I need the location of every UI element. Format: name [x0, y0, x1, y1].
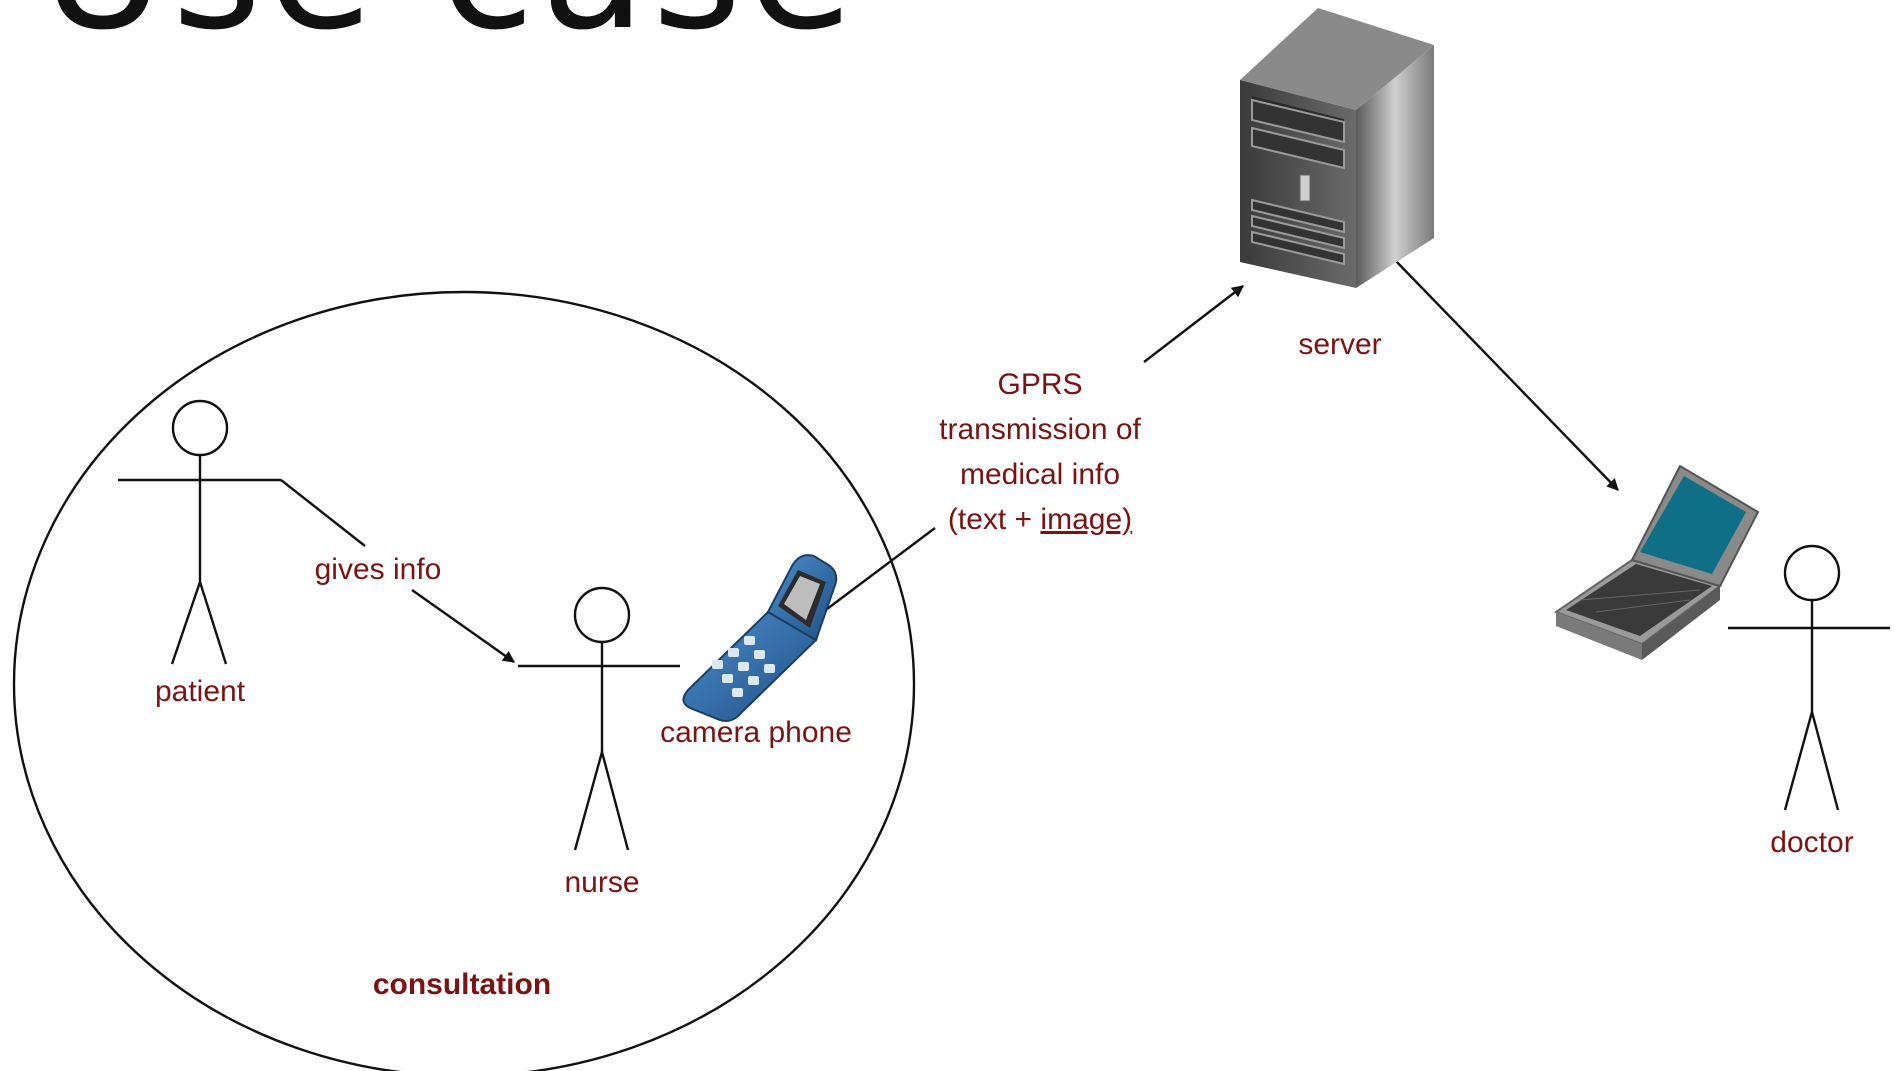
gprs-line-2: transmission of [939, 413, 1141, 446]
gives-info-connector [280, 479, 515, 663]
consultation-label: consultation [372, 968, 552, 1001]
gprs-line-4: (text + image) [890, 497, 1190, 542]
phone-link-line [822, 527, 936, 613]
page-title: Use case [40, 0, 859, 54]
nurse-label: nurse [564, 866, 640, 899]
gprs-image-link[interactable]: image) [1040, 503, 1133, 536]
camera-phone-label: camera phone [660, 716, 852, 749]
gprs-line-3: medical info [959, 458, 1121, 491]
laptop-icon [1553, 464, 1760, 660]
gprs-line-4-text: (text + [947, 503, 1041, 536]
gives-info-label: gives info [314, 553, 442, 586]
consultation-boundary [12, 290, 916, 1071]
server-label: server [1298, 328, 1382, 361]
gprs-line-1: GPRS [997, 368, 1083, 401]
camera-phone-icon [682, 554, 838, 722]
patient-label: patient [154, 675, 246, 708]
gprs-transmission-label: GPRS transmission of medical info (text … [890, 362, 1190, 542]
patient-actor [118, 399, 281, 665]
doctor-label: doctor [1770, 826, 1854, 859]
nurse-actor [518, 586, 680, 851]
server-to-laptop-arrow [1392, 257, 1619, 491]
gprs-to-server-arrow [1143, 285, 1244, 363]
server-icon [1240, 8, 1434, 288]
doctor-actor [1728, 544, 1890, 811]
